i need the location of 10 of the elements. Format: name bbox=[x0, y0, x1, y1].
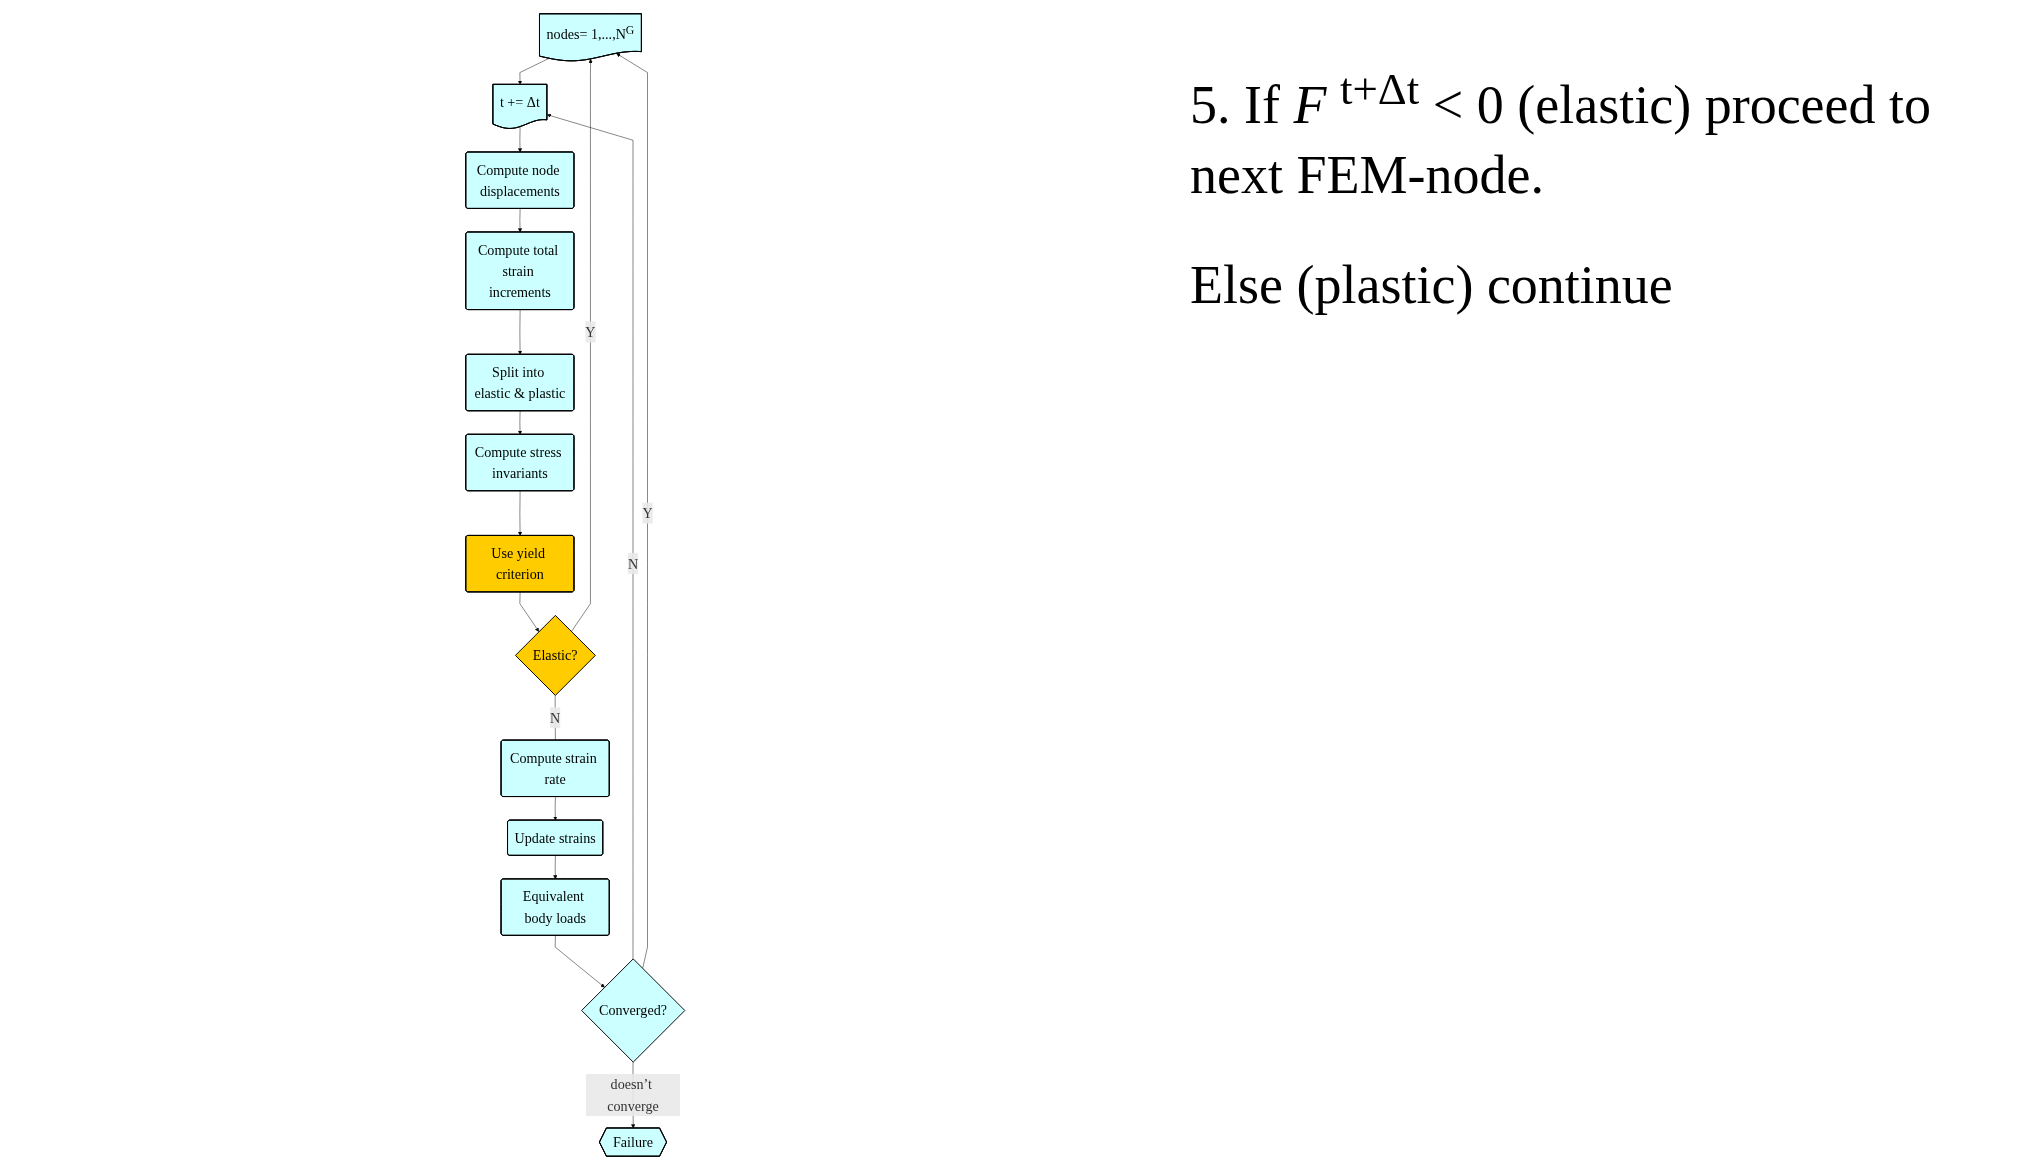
node-diamond: Elastic? bbox=[514, 614, 596, 696]
note-text: Else (plastic) continue bbox=[1190, 254, 1674, 318]
edge-label: doesn’t converge bbox=[606, 1076, 659, 1114]
edge-label: N bbox=[549, 709, 560, 726]
node-diamond: Converged? bbox=[580, 958, 685, 1063]
connector bbox=[554, 695, 556, 741]
edge-label: N bbox=[627, 555, 638, 572]
edge-label: Y bbox=[642, 505, 653, 521]
note-text: 5. If F $^{t+Δt}$ < 0 (elastic) proceed to next FEM-node. bbox=[1190, 63, 1933, 208]
edge-label: Y bbox=[585, 324, 596, 340]
